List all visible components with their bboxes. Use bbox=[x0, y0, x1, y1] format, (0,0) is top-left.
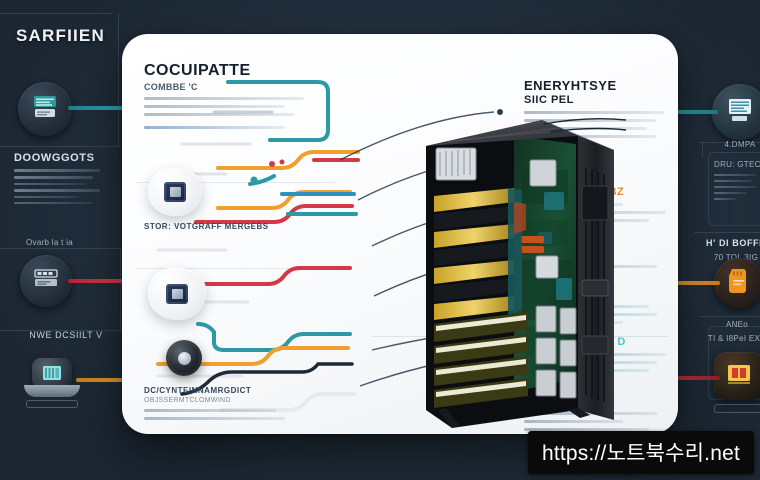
section-subheading: COMBBE 'C bbox=[144, 82, 198, 92]
text-line bbox=[714, 192, 747, 194]
sidebar-label-storage-badge: 4.DMPA bbox=[712, 140, 760, 154]
circuit-wires bbox=[156, 80, 360, 412]
bg-rule bbox=[0, 248, 120, 249]
section-subheading: SIIC PEL bbox=[524, 94, 574, 106]
bg-rule bbox=[0, 13, 112, 14]
bg-rule bbox=[118, 13, 119, 146]
text-line bbox=[524, 428, 649, 431]
text-line bbox=[144, 409, 276, 412]
text-line bbox=[524, 119, 656, 122]
sidebar-block-memory: DRU: GTECC2 bbox=[714, 160, 760, 204]
laptop-base-icon bbox=[24, 385, 80, 397]
text-line bbox=[144, 126, 285, 129]
bg-rule bbox=[694, 232, 760, 233]
text-line bbox=[14, 183, 86, 185]
sidebar-block-title: DRU: GTECC2 bbox=[714, 160, 760, 169]
sidebar-block-subtitle: TI & I8PeI EXD bbox=[707, 334, 760, 343]
wire-left-teal bbox=[68, 106, 124, 110]
wire-right-teal bbox=[660, 110, 718, 114]
text-line bbox=[14, 189, 101, 192]
text-line bbox=[714, 180, 754, 182]
card-divider bbox=[136, 182, 336, 183]
bg-rule bbox=[0, 146, 124, 147]
card-divider bbox=[136, 268, 332, 269]
watermark-url: https://노트북수리.net bbox=[527, 431, 754, 474]
laptop-shadow bbox=[26, 400, 78, 408]
section-subheading: OBJSSERMTCLOMWIND bbox=[144, 397, 231, 404]
text-line bbox=[144, 113, 295, 116]
sidebar-icon-gpu-card[interactable] bbox=[714, 352, 760, 400]
brand-logo: SARFIIEN bbox=[16, 26, 105, 45]
sidebar-block-components: DOOWGGOTS bbox=[14, 152, 110, 208]
pc-tower-image bbox=[418, 110, 628, 434]
section-heading: ENERYHTSYE bbox=[524, 78, 617, 93]
bg-rule bbox=[702, 142, 703, 158]
server-rack-icon bbox=[30, 93, 60, 126]
text-line bbox=[144, 417, 285, 420]
sidebar-block-title: DOOWGGOTS bbox=[14, 152, 95, 164]
memory-module-icon bbox=[724, 95, 756, 130]
card-icon-cpu-a[interactable] bbox=[148, 168, 202, 216]
card-icon-fan-lens[interactable] bbox=[166, 340, 202, 376]
text-line bbox=[714, 186, 758, 188]
card-section-compute: COCUIPATTE COMBBE 'C bbox=[144, 62, 304, 129]
cpu-chip-icon bbox=[166, 284, 188, 304]
text-line bbox=[14, 202, 93, 204]
card-icon-cpu-b[interactable] bbox=[148, 268, 206, 320]
gpu-card-icon bbox=[724, 361, 754, 392]
sidebar-block-ports: Ovarb la t ia bbox=[26, 238, 106, 252]
text-line bbox=[144, 105, 285, 108]
sidebar-icon-laptop-device[interactable] bbox=[24, 358, 80, 408]
sidebar-block-title: 4.DMPA bbox=[724, 140, 756, 149]
sidebar-icon-memory-module[interactable] bbox=[712, 84, 760, 140]
storage-drive-icon bbox=[31, 266, 61, 297]
wire-left-orange bbox=[76, 378, 130, 382]
bg-rule bbox=[700, 142, 760, 143]
sd-card-icon bbox=[726, 266, 752, 301]
section-heading: COCUIPATTE bbox=[144, 62, 251, 79]
gpu-shadow bbox=[714, 404, 760, 413]
card-section-power: DC/CYNTEINNAMRGDICT OBJSSERMTCLOMWIND bbox=[144, 386, 294, 420]
wire-right-orange bbox=[666, 281, 720, 285]
text-line bbox=[14, 196, 80, 198]
wire-right-red bbox=[664, 376, 720, 380]
text-line bbox=[714, 198, 736, 200]
sidebar-block-module: H' DI BOFFEIB 70 TOL 3IG bbox=[706, 238, 760, 267]
right-panel-memory bbox=[708, 152, 760, 226]
sidebar-icon-storage-drive[interactable] bbox=[20, 255, 72, 307]
sidebar-block-subtitle: 70 TOL 3IG bbox=[706, 253, 760, 262]
bg-rule bbox=[700, 316, 760, 317]
text-line bbox=[14, 176, 93, 179]
text-line bbox=[524, 135, 656, 138]
sidebar-block-title: NWE DCSIILT V bbox=[29, 330, 103, 340]
text-line bbox=[144, 97, 304, 100]
sidebar-icon-server-rack[interactable] bbox=[18, 82, 72, 136]
cpu-chip-icon bbox=[164, 182, 186, 202]
sidebar-block-title: Ovarb la t ia bbox=[26, 238, 74, 247]
laptop-screen-icon bbox=[32, 358, 72, 388]
section-heading: STOR: VOTGRAFF MERGEBS bbox=[144, 222, 269, 231]
sidebar-block-accessories: NWE DCSIILT V bbox=[18, 330, 114, 345]
bg-rule bbox=[0, 330, 128, 331]
wire-left-red bbox=[68, 279, 130, 283]
text-line bbox=[14, 169, 101, 172]
sidebar-icon-sd-card[interactable] bbox=[714, 258, 760, 308]
card-section-storage: STOR: VOTGRAFF MERGEBS bbox=[144, 222, 304, 231]
text-line bbox=[714, 174, 758, 176]
text-line bbox=[524, 420, 624, 423]
text-line bbox=[524, 111, 664, 114]
sidebar-block-title: ANEo bbox=[725, 320, 749, 329]
sidebar-block-title: H' DI BOFFEIB bbox=[706, 238, 760, 248]
section-heading: DC/CYNTEINNAMRGDICT bbox=[144, 386, 252, 395]
infographic-card: COCUIPATTE COMBBE 'C STOR: VOTGRAFF MERG… bbox=[122, 34, 678, 434]
sidebar-block-card-slot: ANEo TI & I8PeI EXD bbox=[706, 320, 760, 348]
bg-rule bbox=[120, 248, 121, 330]
